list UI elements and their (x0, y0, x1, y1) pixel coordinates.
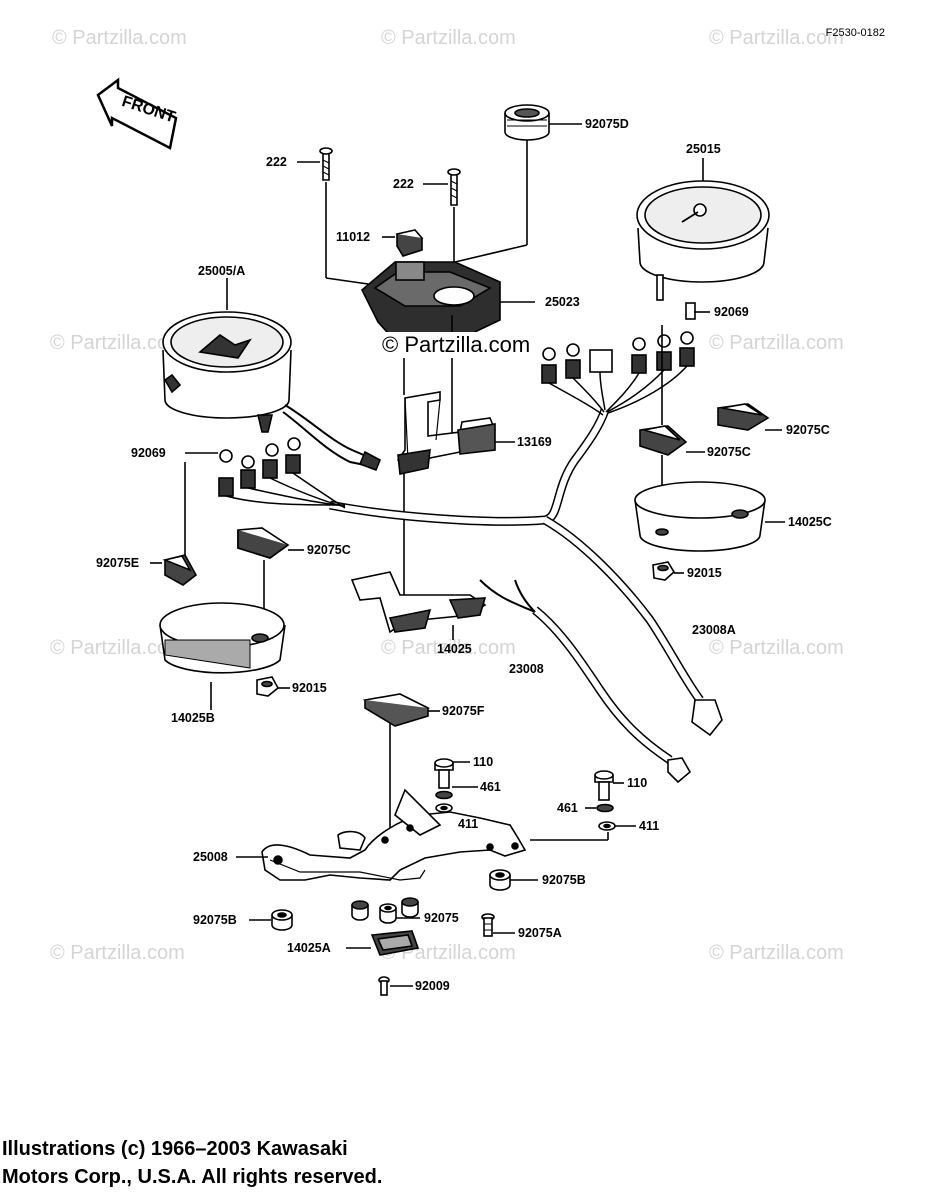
nut-92015 (652, 561, 676, 581)
bracket-13169 (397, 391, 496, 475)
bracket-25023 (361, 261, 501, 353)
copyright-line-1: Illustrations (c) 1966–2003 Kawasaki (2, 1138, 348, 1160)
part-label: 23008A (692, 623, 736, 637)
watermark: © Partzilla.com (709, 332, 844, 354)
part-label: 222 (266, 155, 287, 169)
grommet-92075 (351, 897, 419, 924)
part-label: 92075F (442, 704, 485, 718)
wire-harness (329, 408, 723, 784)
meter-25005a (162, 311, 382, 472)
part-label: 92015 (292, 681, 327, 695)
watermark: © Partzilla.com (381, 637, 516, 659)
watermark: © Partzilla.com (50, 637, 185, 659)
bulb-sockets-left (218, 437, 346, 509)
grommet-92075d (504, 104, 550, 141)
bolt-92075a (481, 913, 495, 937)
part-label: 92075C (707, 445, 751, 459)
part-label: 110 (473, 755, 494, 769)
part-label: 14025B (171, 711, 215, 725)
part-label: 25008 (193, 850, 228, 864)
part-label: 11012 (336, 230, 371, 244)
pad-92075e (162, 554, 198, 586)
part-label: 92075D (585, 117, 629, 131)
part-label: 23008 (509, 662, 544, 676)
part-label: 411 (458, 817, 479, 831)
part-label: 92069 (714, 305, 749, 319)
screw-92009 (378, 976, 390, 996)
figure-code: F2530-0182 (825, 27, 885, 39)
part-label: 14025 (437, 642, 472, 656)
pad-92075f (362, 693, 431, 727)
copyright-line-2: Motors Corp., U.S.A. All rights reserved… (2, 1166, 383, 1188)
front-arrow-icon: FRONT (96, 77, 178, 150)
part-label: 25023 (545, 295, 580, 309)
part-label: 92075B (193, 913, 237, 927)
part-label: 222 (393, 177, 414, 191)
bracket-14025 (350, 571, 487, 634)
watermark: © Partzilla.com (709, 942, 844, 964)
watermark: © Partzilla.com (50, 942, 185, 964)
part-label: 14025A (287, 941, 331, 955)
screw-222 (447, 168, 461, 206)
bolt-110 (434, 758, 454, 789)
washer-411 (598, 821, 616, 831)
part-label: 411 (639, 819, 660, 833)
pad-92075c (237, 527, 290, 559)
part-label: 110 (627, 776, 648, 790)
cover-14025c (634, 481, 766, 552)
washer-411 (435, 803, 453, 813)
part-label: 92075A (518, 926, 562, 940)
stay-25008 (261, 788, 527, 881)
watermark: © Partzilla.com (52, 27, 187, 49)
watermark: © Partzilla.com (381, 27, 516, 49)
center-watermark: © Partzilla.com (380, 332, 533, 358)
pad-92075c (639, 425, 688, 456)
part-label: 92069 (131, 446, 166, 460)
bolt-110 (594, 770, 614, 801)
part-label: 92075E (96, 556, 140, 570)
part-label: 14025C (788, 515, 832, 529)
cap-11012 (395, 229, 424, 257)
nut-92015 (256, 676, 280, 697)
grommet-92075b (271, 909, 293, 931)
part-label: 25015 (686, 142, 721, 156)
plate-14025a (370, 930, 420, 956)
part-label: 92009 (415, 979, 450, 993)
washer-461 (435, 790, 453, 800)
part-label: 92015 (687, 566, 722, 580)
part-label: 92075B (542, 873, 586, 887)
bulb-sockets-right (541, 302, 696, 416)
part-label: 92075C (307, 543, 351, 557)
cover-14025b (159, 602, 286, 674)
watermark: © Partzilla.com (709, 27, 844, 49)
part-label: 461 (480, 780, 501, 794)
part-label: 13169 (517, 435, 552, 449)
watermark: © Partzilla.com (709, 637, 844, 659)
meter-25015 (636, 180, 770, 301)
part-label: 25005/A (198, 264, 246, 278)
washer-461 (596, 803, 614, 813)
screw-222 (319, 147, 333, 181)
part-label: 92075C (786, 423, 830, 437)
part-label: 461 (557, 801, 578, 815)
grommet-92075b (489, 869, 511, 891)
part-label: 92075 (424, 911, 459, 925)
pad-92075c (717, 403, 770, 431)
watermark: © Partzilla.com (50, 332, 185, 354)
